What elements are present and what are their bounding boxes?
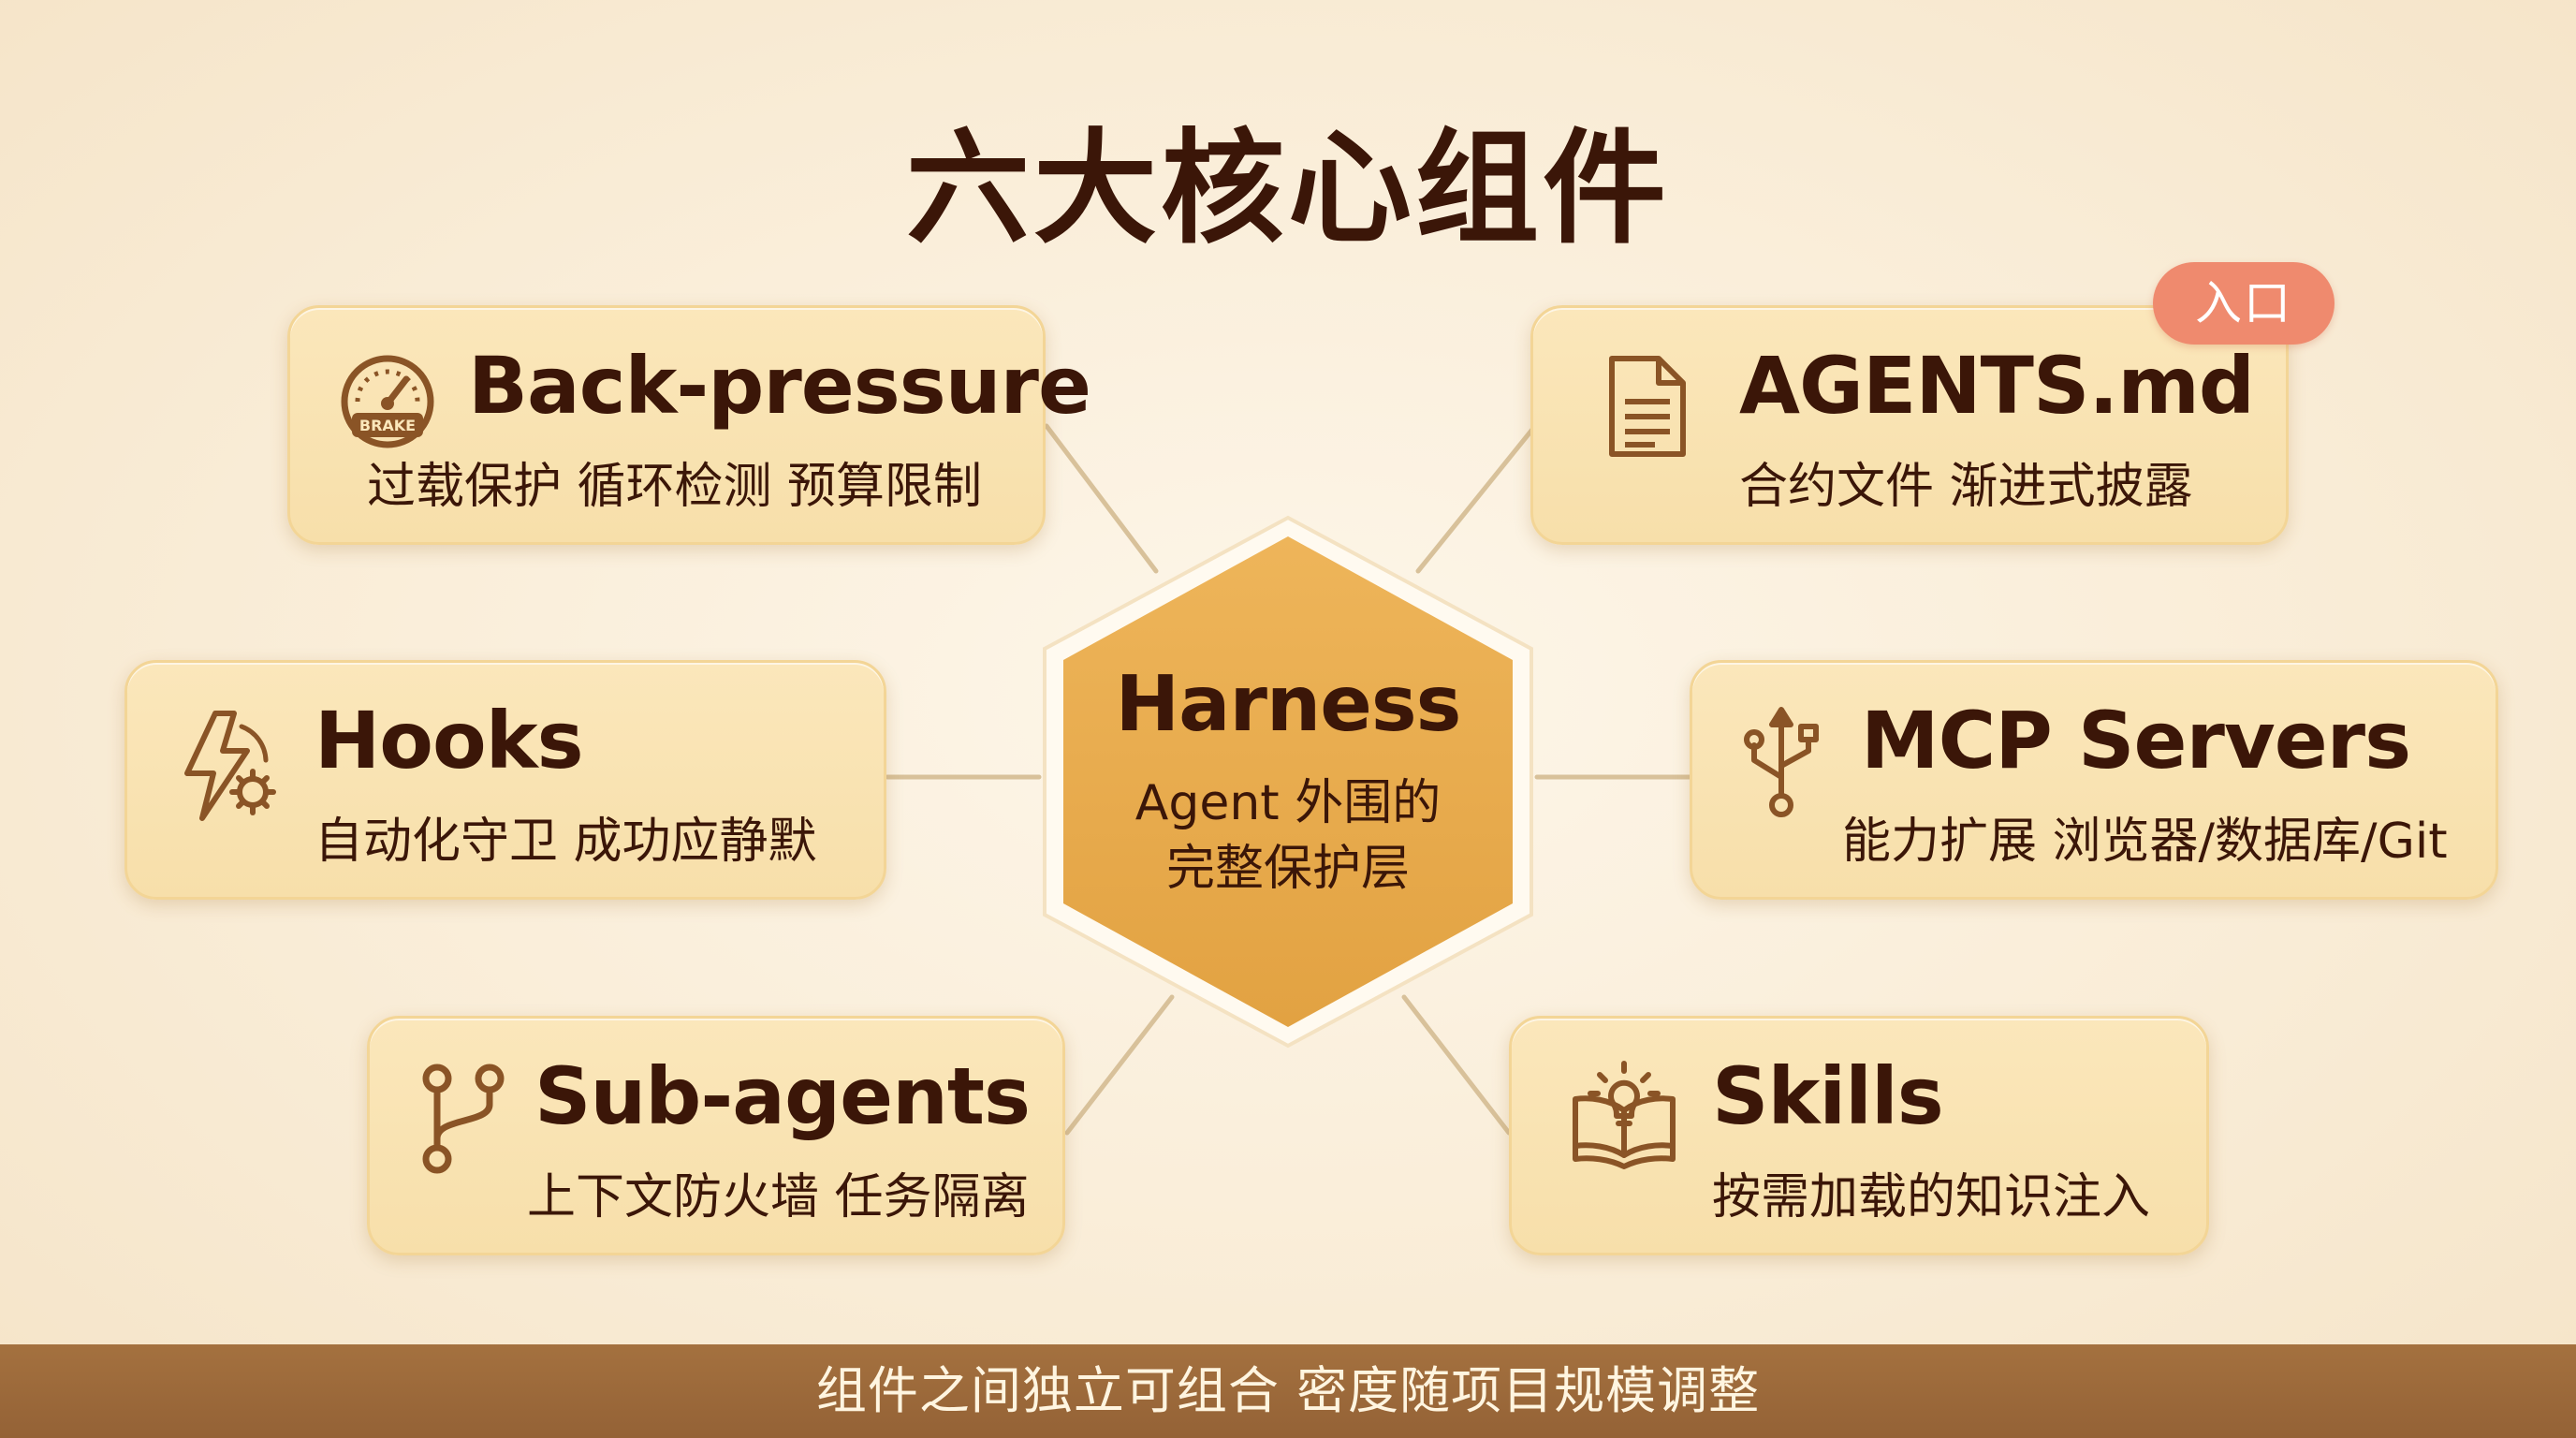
card-back-pressure[interactable]: BRAKE Back-pressure 过载保护 循环检测 预算限制 <box>287 305 1091 545</box>
card-mcp-servers[interactable]: MCP Servers 能力扩展 浏览器/数据库/Git <box>1690 660 2498 900</box>
card-title: AGENTS.md <box>1739 340 2255 432</box>
card-subtitle: 自动化守卫 成功应静默 <box>315 814 817 870</box>
card-title: Skills <box>1712 1050 1944 1142</box>
entry-badge: 入口 <box>2153 262 2334 345</box>
lightning-gear-icon <box>176 708 279 828</box>
card-title: MCP Servers <box>1861 695 2411 786</box>
connector-sub-agents <box>1064 994 1175 1136</box>
brake-gauge-icon: BRAKE <box>337 351 438 452</box>
branch-icon <box>417 1062 510 1181</box>
card-subtitle: 按需加载的知识注入 <box>1712 1169 2151 1225</box>
card-subtitle: 能力扩展 浏览器/数据库/Git <box>1842 814 2448 870</box>
card-sub-agents[interactable]: Sub-agents 上下文防火墙 任务隔离 <box>367 1016 1065 1255</box>
document-icon <box>1604 353 1690 465</box>
card-title: Sub-agents <box>534 1050 1031 1142</box>
page-title: 六大核心组件 <box>906 117 1670 261</box>
center-subtitle-line1: Agent 外围的 <box>1134 775 1442 831</box>
book-lightbulb-icon <box>1568 1058 1680 1181</box>
center-subtitle-line2: 完整保护层 <box>1165 841 1410 897</box>
connector-skills <box>1401 994 1512 1136</box>
card-subtitle: 过载保护 循环检测 预算限制 <box>367 459 983 515</box>
harness-hexagon <box>1037 510 1539 1053</box>
footer-caption: 组件之间独立可组合 密度随项目规模调整 <box>0 1344 2576 1438</box>
card-subtitle: 合约文件 渐进式披露 <box>1739 459 2193 515</box>
card-title: Hooks <box>315 695 584 786</box>
brake-label: BRAKE <box>359 417 416 434</box>
center-title: Harness <box>1115 660 1461 749</box>
connector-agents-md <box>1415 423 1538 574</box>
connector-back-pressure <box>1044 423 1159 574</box>
card-hooks[interactable]: Hooks 自动化守卫 成功应静默 <box>124 660 886 900</box>
usb-icon <box>1739 702 1823 828</box>
card-skills[interactable]: Skills 按需加载的知识注入 <box>1509 1016 2209 1255</box>
card-title: Back-pressure <box>468 340 1091 432</box>
card-agents-md[interactable]: AGENTS.md 合约文件 渐进式披露 <box>1530 305 2289 545</box>
card-subtitle: 上下文防火墙 任务隔离 <box>527 1169 1030 1225</box>
